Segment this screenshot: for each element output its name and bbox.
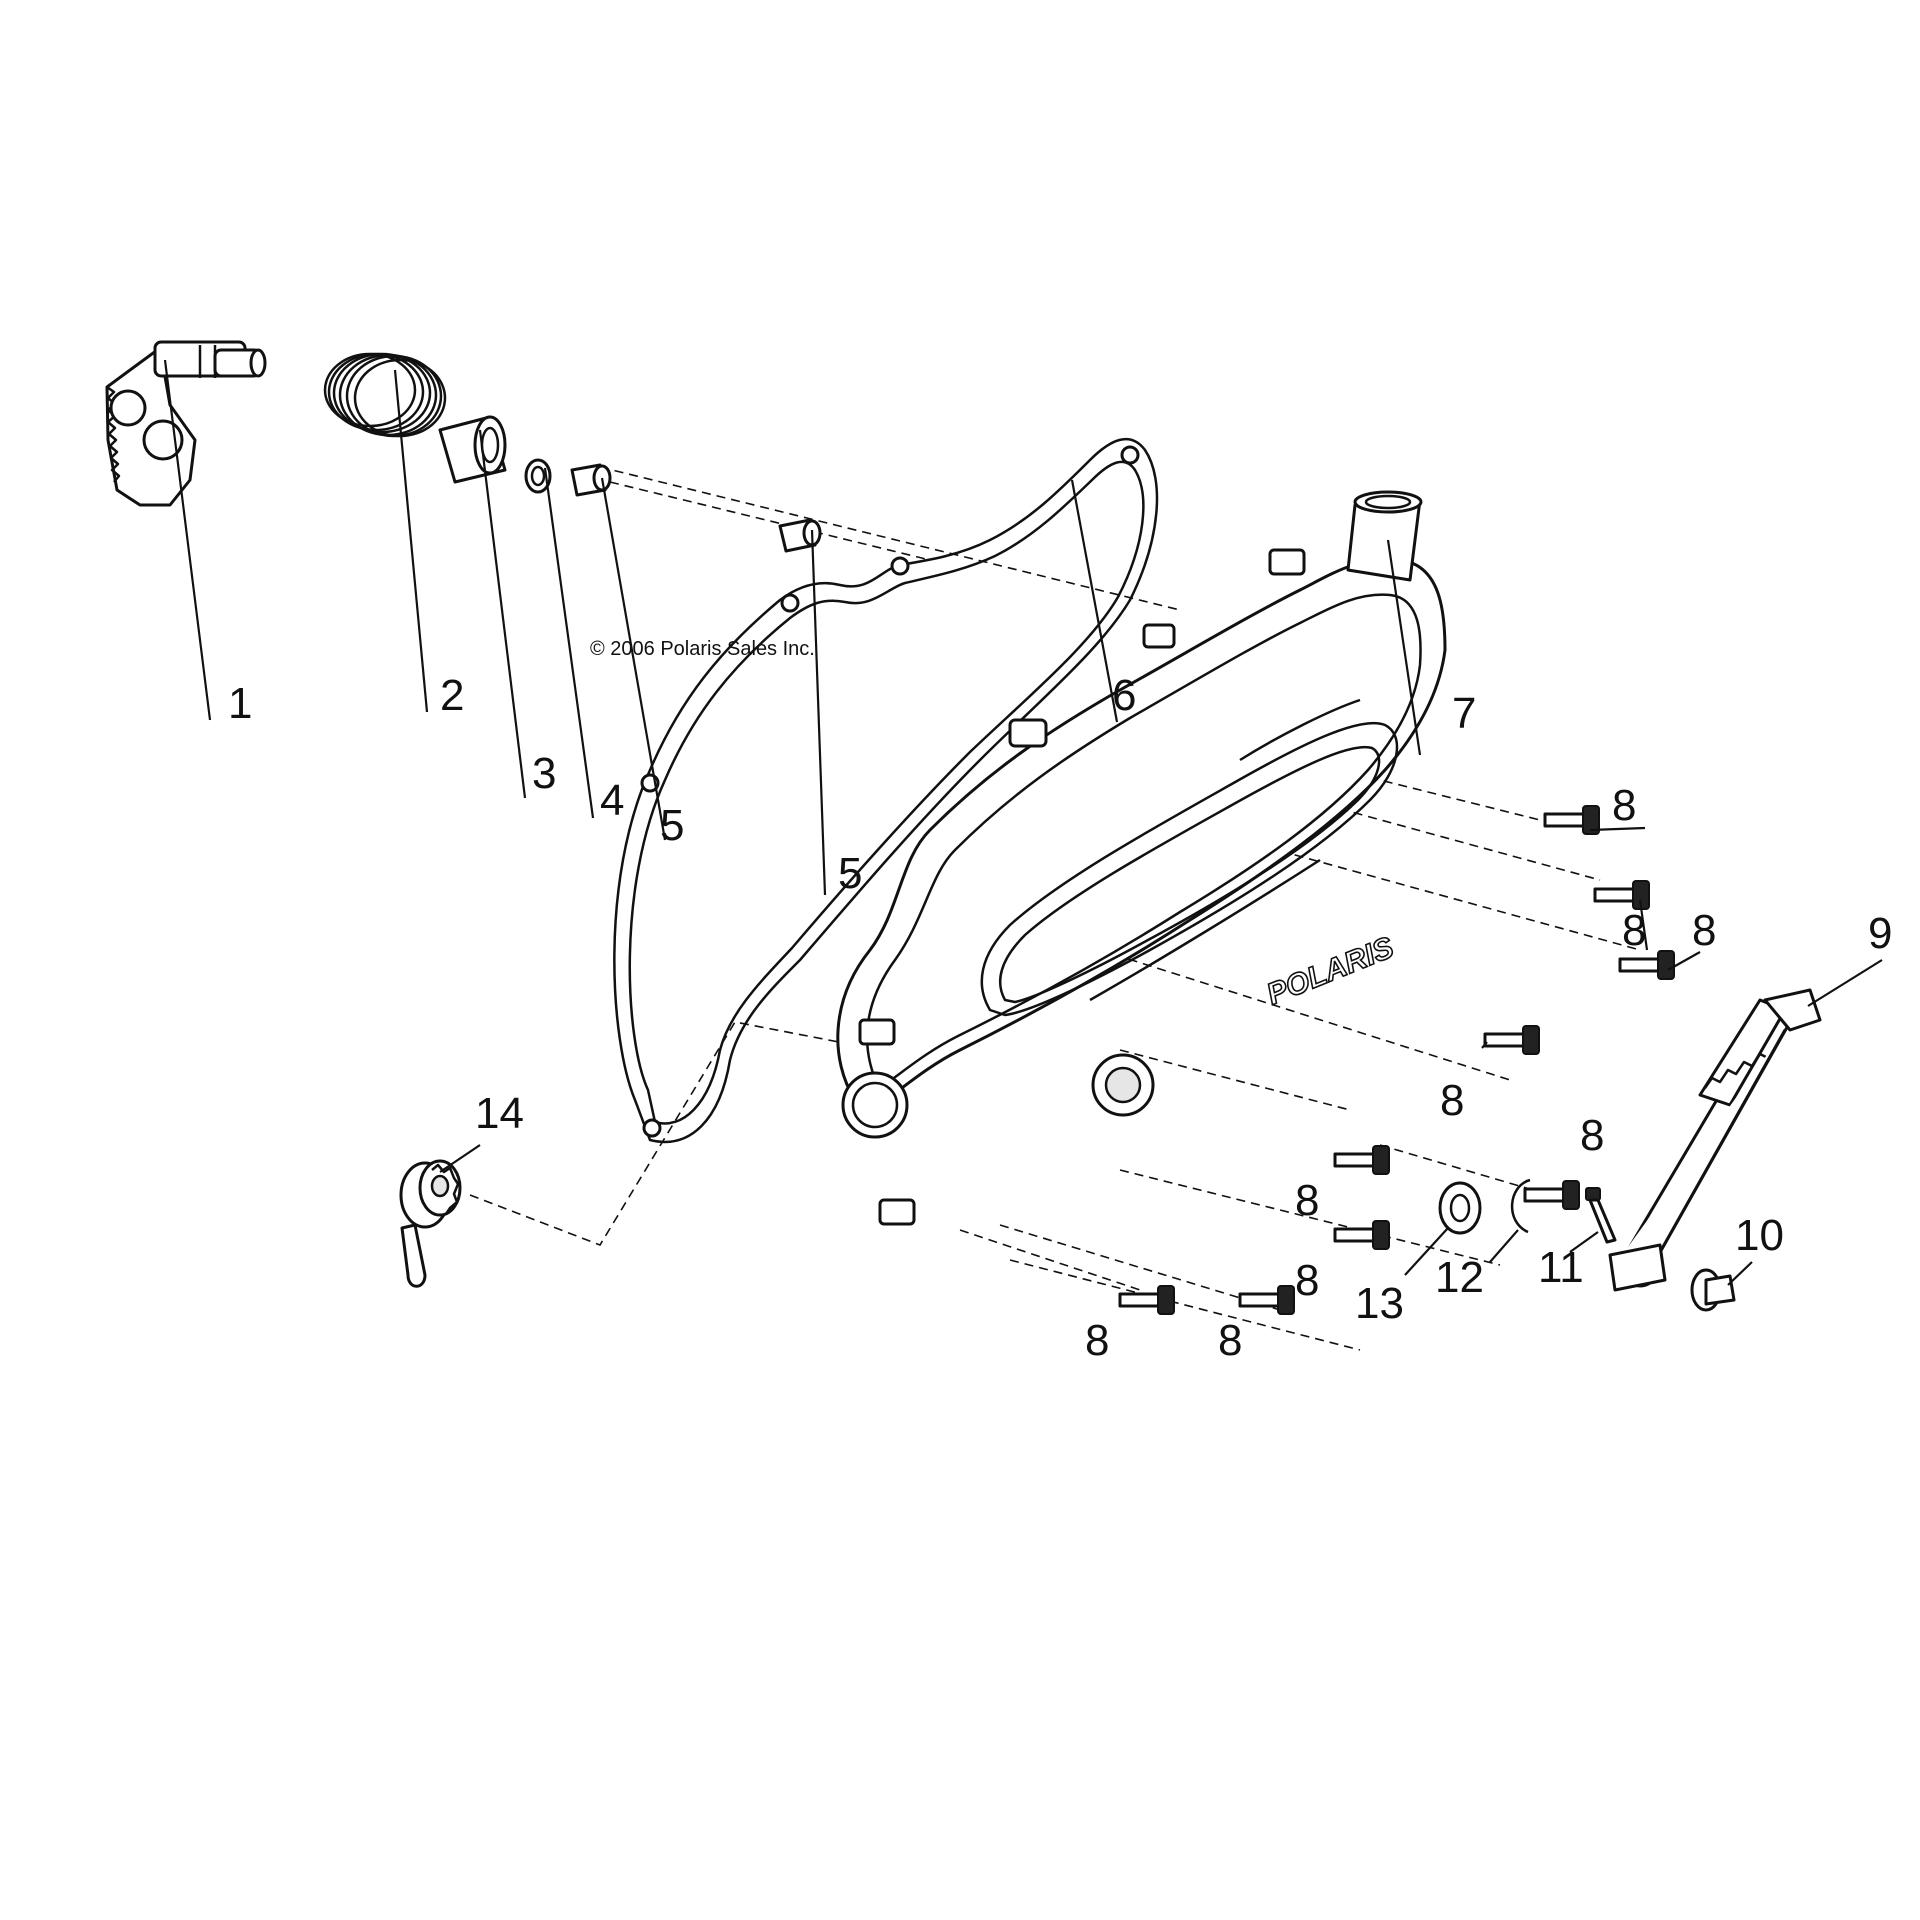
bolt [1523, 1180, 1580, 1210]
callout-8: 8 [1692, 906, 1716, 955]
bolt [1618, 950, 1675, 980]
leader-lines [163, 359, 1883, 1286]
callout-9: 9 [1868, 909, 1892, 958]
callout-2: 2 [440, 671, 464, 720]
callout-7: 7 [1452, 689, 1476, 738]
bolt [1593, 880, 1650, 910]
callout-4: 4 [600, 776, 624, 825]
part-13-washer [1438, 1181, 1482, 1235]
part-5-dowel-pin-b [778, 518, 822, 553]
callout-3: 3 [532, 749, 556, 798]
bolt [1333, 1220, 1390, 1250]
callout-5: 5 [838, 849, 862, 898]
callout-8: 8 [1295, 1176, 1319, 1225]
callout-8: 8 [1622, 906, 1646, 955]
part-1-kickstart-gear-shaft [105, 340, 267, 507]
part-6-gasket [613, 438, 1159, 1144]
bolt [1333, 1145, 1390, 1175]
callout-6: 6 [1112, 671, 1136, 720]
part-7-clutch-cover: POLARIS [836, 490, 1447, 1226]
bolt [1238, 1285, 1295, 1315]
callout-8: 8 [1085, 1316, 1109, 1365]
part-14-gear-shaft [399, 1159, 462, 1288]
bolt [1483, 1025, 1540, 1055]
callout-5: 5 [660, 801, 684, 850]
part-8-bolts [1118, 805, 1675, 1315]
part-9-kickstart-lever [1608, 988, 1822, 1292]
callout-1: 1 [228, 679, 252, 728]
copyright-text: © 2006 Polaris Sales Inc. [590, 638, 815, 660]
polaris-logo: POLARIS [1262, 931, 1398, 1012]
part-10-plug [1690, 1268, 1736, 1312]
part-12-circlip [1510, 1178, 1531, 1234]
part-11-pinch-bolt [1585, 1187, 1617, 1244]
part-3-bushing [438, 415, 507, 484]
bolt [1543, 805, 1600, 835]
callout-13: 13 [1355, 1279, 1404, 1328]
callout-8: 8 [1612, 781, 1636, 830]
callout-8: 8 [1218, 1316, 1242, 1365]
callout-8: 8 [1580, 1111, 1604, 1160]
callout-8: 8 [1295, 1256, 1319, 1305]
part-2-spring [323, 352, 447, 438]
callout-11: 11 [1538, 1243, 1584, 1292]
callout-14: 14 [475, 1089, 524, 1138]
callout-numbers: 1 2 3 4 5 5 6 7 8 8 8 8 8 8 8 8 8 9 10 1… [228, 671, 1892, 1365]
callout-10: 10 [1735, 1211, 1784, 1260]
callout-12: 12 [1435, 1253, 1484, 1302]
part-4-washer [524, 458, 552, 494]
bolt [1118, 1285, 1175, 1315]
callout-8: 8 [1440, 1076, 1464, 1125]
